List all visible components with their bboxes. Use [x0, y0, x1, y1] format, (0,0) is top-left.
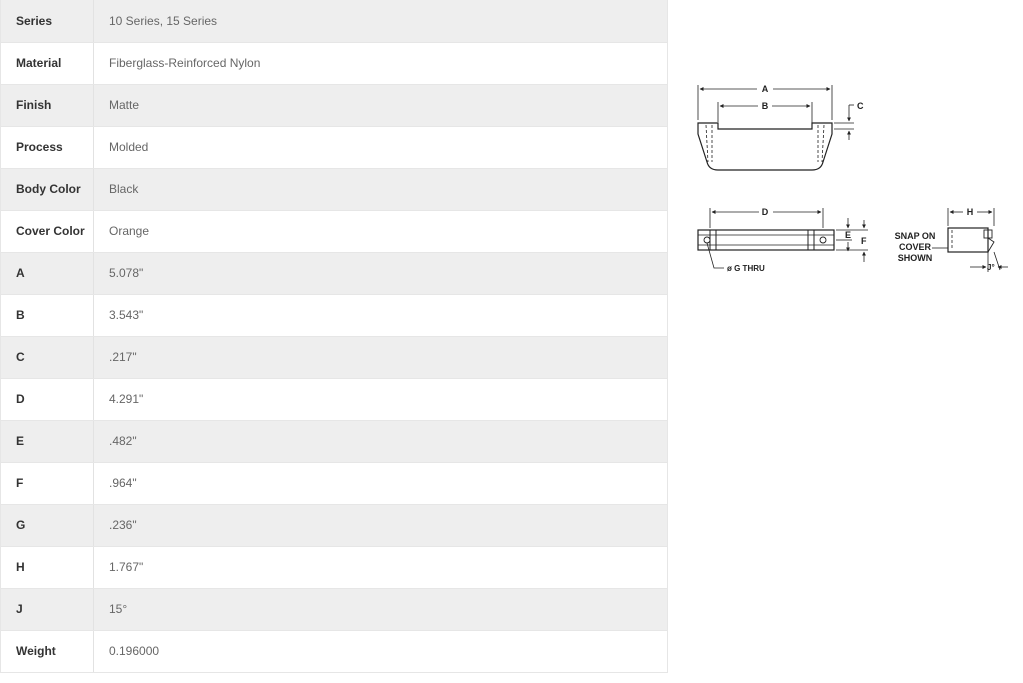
snap-on-label-1: SNAP ON [895, 231, 936, 241]
dim-f-label: F [861, 236, 867, 246]
spec-label: B [0, 294, 94, 337]
top-view [697, 85, 854, 171]
spec-value: 1.767" [93, 546, 668, 589]
spec-row: G.236" [0, 504, 668, 547]
spec-value: 5.078" [93, 252, 668, 295]
spec-value: .964" [93, 462, 668, 505]
spec-row: F.964" [0, 462, 668, 505]
snap-on-label-2: COVER [899, 242, 932, 252]
g-thru-label: ø G THRU [727, 264, 765, 273]
spec-value: Molded [93, 126, 668, 169]
spec-value: 10 Series, 15 Series [93, 0, 668, 43]
spec-value: Orange [93, 210, 668, 253]
spec-value: .482" [93, 420, 668, 463]
dim-j-label: J° [987, 263, 995, 272]
snap-on-label-3: SHOWN [898, 253, 933, 263]
spec-label: Material [0, 42, 94, 85]
spec-value: Matte [93, 84, 668, 127]
spec-value: Black [93, 168, 668, 211]
spec-row: C.217" [0, 336, 668, 379]
spec-label: Cover Color [0, 210, 94, 253]
spec-label: F [0, 462, 94, 505]
spec-value: 3.543" [93, 294, 668, 337]
spec-label: Series [0, 0, 94, 43]
dim-a-label: A [762, 84, 769, 94]
spec-value: 4.291" [93, 378, 668, 421]
spec-label: A [0, 252, 94, 295]
side-view [697, 208, 868, 269]
spec-value: 15° [93, 588, 668, 631]
spec-label: J [0, 588, 94, 631]
spec-value: Fiberglass-Reinforced Nylon [93, 42, 668, 85]
spec-row: E.482" [0, 420, 668, 463]
spec-label: Weight [0, 630, 94, 673]
dim-h-label: H [967, 207, 974, 217]
spec-value: 0.196000 [93, 630, 668, 673]
dim-e-label: E [845, 230, 851, 240]
dim-b-label: B [762, 101, 769, 111]
spec-value: .217" [93, 336, 668, 379]
spec-value: .236" [93, 504, 668, 547]
end-view [932, 208, 1008, 272]
spec-label: E [0, 420, 94, 463]
spec-label: Process [0, 126, 94, 169]
spec-label: D [0, 378, 94, 421]
dim-d-label: D [762, 207, 769, 217]
spec-label: H [0, 546, 94, 589]
spec-label: Body Color [0, 168, 94, 211]
spec-label: Finish [0, 84, 94, 127]
dimension-drawing: A B C D E F ø G THRU [697, 84, 1008, 273]
dim-c-label: C [857, 101, 864, 111]
spec-label: G [0, 504, 94, 547]
spec-label: C [0, 336, 94, 379]
